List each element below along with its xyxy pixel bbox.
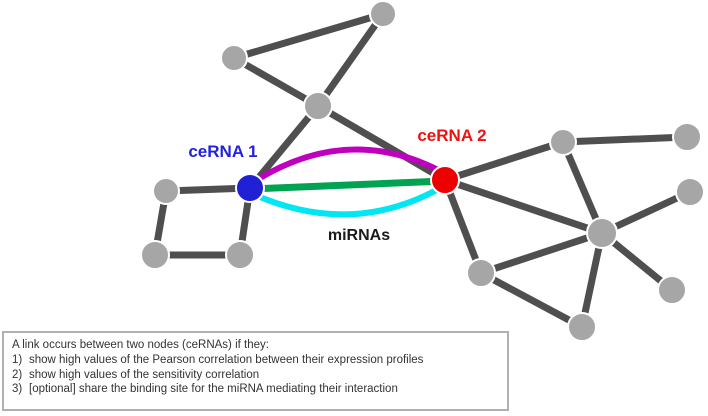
legend-line-text: A link occurs between two nodes (ceRNAs)… (12, 339, 269, 351)
network-edge (314, 10, 387, 110)
gene-node (152, 177, 180, 205)
cerna2-label: ceRNA 2 (417, 126, 487, 145)
network-edge (230, 10, 387, 62)
network-edge (578, 229, 606, 331)
gene-node (466, 258, 496, 288)
gene-node (220, 44, 248, 72)
gene-node (567, 312, 597, 342)
legend-line-3: 3) [optional] share the binding site for… (12, 382, 499, 397)
network-edge (559, 133, 691, 146)
legend-line-text: show high values of the sensitivity corr… (29, 368, 260, 381)
network-edge (441, 138, 567, 184)
gene-node (369, 0, 397, 28)
cerna1-label: ceRNA 1 (188, 142, 258, 161)
cerna1-node (235, 173, 265, 203)
network-edge (477, 269, 586, 331)
network-edge (441, 176, 485, 277)
legend-line-1: 1) show high values of the Pearson corre… (12, 353, 499, 368)
network-edge (598, 188, 694, 237)
mirnas-label: miRNAs (327, 227, 391, 244)
gene-node (303, 91, 333, 121)
legend-line-text: [optional] share the binding site for th… (29, 383, 398, 396)
mirna-link-bottom (250, 184, 445, 218)
legend-line-num: 2) (12, 368, 23, 381)
mirna-link-top (249, 146, 445, 186)
legend-line-intro: A link occurs between two nodes (ceRNAs)… (12, 338, 499, 353)
mirna-link-middle (247, 177, 448, 193)
gene-node (657, 275, 687, 305)
legend-line-2: 2) show high values of the sensitivity c… (12, 368, 499, 383)
legend-line-text: show high values of the Pearson correlat… (29, 353, 424, 366)
gene-node (672, 122, 702, 152)
legend-line-num: 1) (12, 353, 23, 366)
network-edge (230, 54, 322, 110)
network-edge (559, 138, 606, 237)
gene-node (549, 128, 577, 156)
gene-node (675, 177, 705, 207)
network-edge (477, 229, 606, 277)
network-edge (314, 102, 449, 184)
legend-line-num: 3) (12, 383, 23, 396)
cerna2-node (430, 165, 460, 195)
gene-node (140, 240, 170, 270)
gene-node (225, 240, 255, 270)
gene-node (586, 217, 618, 249)
network-edge (441, 176, 606, 237)
legend-box: A link occurs between two nodes (ceRNAs)… (2, 331, 509, 411)
